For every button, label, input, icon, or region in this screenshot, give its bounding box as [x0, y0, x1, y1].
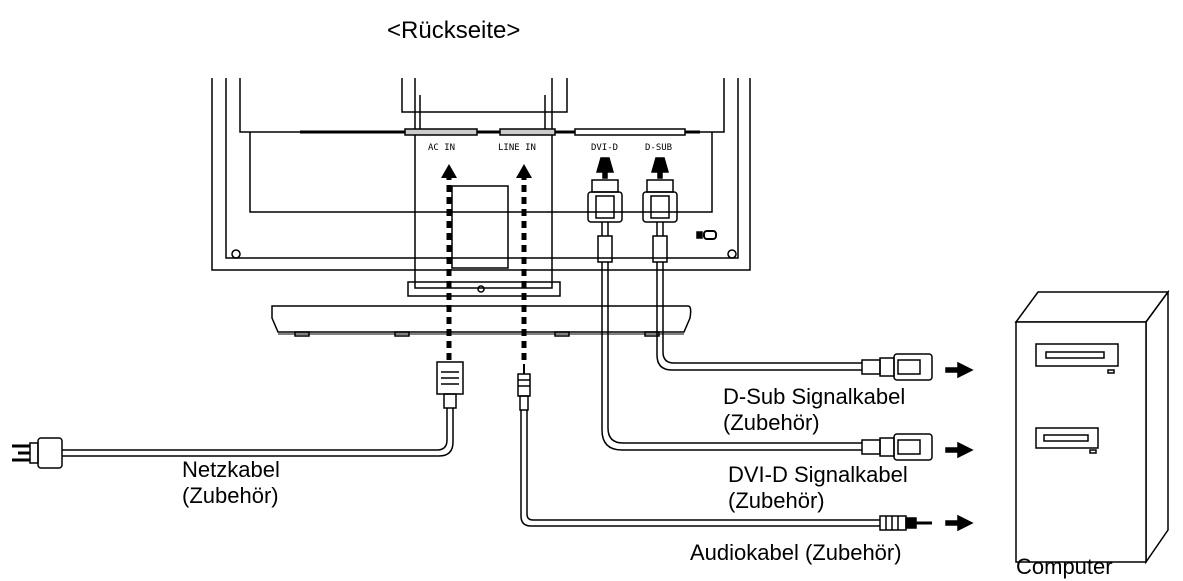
dvi-d-cable-note: (Zubehör) — [728, 488, 825, 513]
power-cable-label: Netzkabel (Zubehör) — [182, 457, 280, 509]
audio-cable — [517, 364, 974, 532]
d-sub-cable-note: (Zubehör) — [723, 410, 820, 435]
port-strip — [404, 128, 686, 136]
dvi-d-cable-label: DVI-D Signalkabel (Zubehör) — [728, 462, 908, 514]
arrow-up-icon — [516, 164, 532, 178]
port-label-ac-in: AC IN — [428, 143, 455, 153]
port-label-dvi-d: DVI-D — [591, 143, 618, 153]
computer-icon — [1014, 289, 1170, 565]
power-cable — [12, 361, 464, 469]
monitor-stand — [271, 78, 692, 337]
audio-connection-line — [516, 164, 532, 360]
computer-label: Computer — [1016, 554, 1113, 579]
port-label-d-sub: D-SUB — [645, 143, 672, 153]
d-sub-cable — [656, 262, 974, 381]
monitor-back — [211, 78, 751, 271]
d-sub-connector — [642, 157, 678, 263]
dvi-d-connector — [587, 157, 623, 263]
port-label-line-in: LINE IN — [498, 143, 536, 153]
view-title: <Rückseite> — [387, 17, 521, 44]
dvi-d-cable-name: DVI-D Signalkabel — [728, 462, 908, 487]
audio-cable-label: Audiokabel (Zubehör) — [690, 540, 902, 565]
d-sub-cable-label: D-Sub Signalkabel (Zubehör) — [723, 384, 905, 436]
dvi-d-cable — [601, 262, 974, 461]
power-cable-note: (Zubehör) — [182, 483, 279, 508]
d-sub-cable-name: D-Sub Signalkabel — [723, 384, 906, 409]
arrow-up-icon — [441, 164, 457, 178]
power-cable-name: Netzkabel — [182, 457, 280, 482]
power-connection-line — [441, 164, 457, 360]
